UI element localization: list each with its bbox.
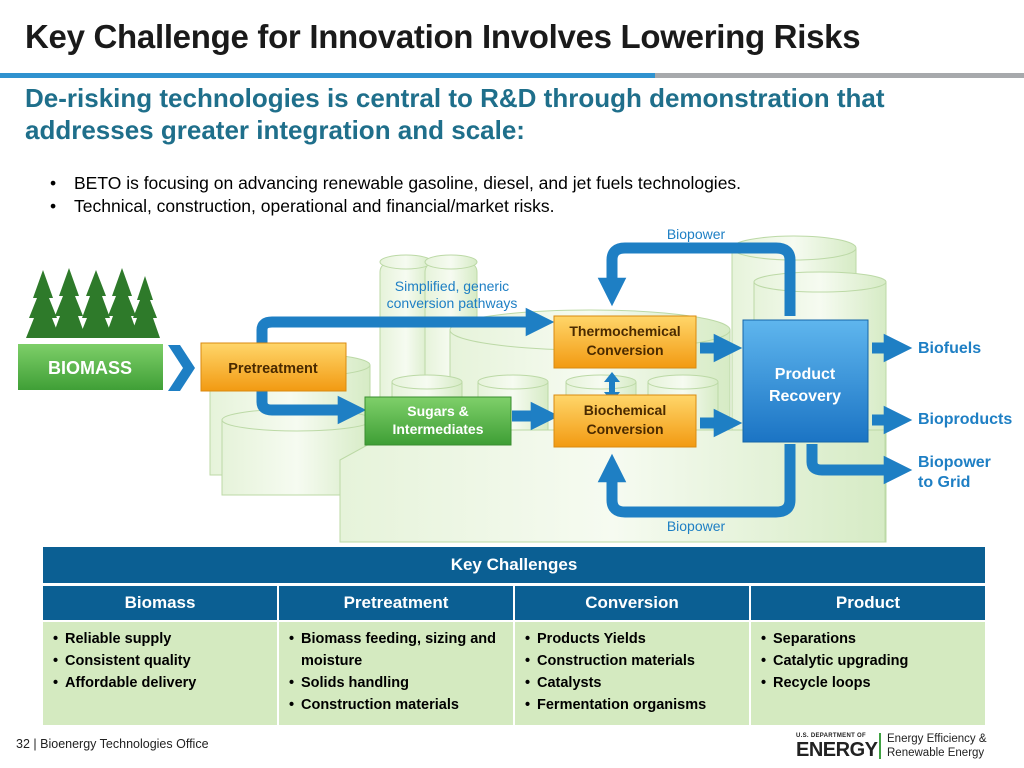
list-item: Construction materials: [525, 650, 741, 672]
logo-eere-line: Energy Efficiency &: [887, 733, 987, 745]
process-diagram: BIOMASS Pretreatment Sugars & Intermedia…: [16, 226, 1012, 543]
slide-subtitle: De-risking technologies is central to R&…: [25, 83, 885, 145]
column-header: Biomass: [43, 586, 279, 620]
pretreatment-box: [200, 342, 347, 392]
column-header: Conversion: [515, 586, 751, 620]
table-header-row: Biomass Pretreatment Conversion Product: [43, 586, 985, 620]
arrow-out-grid: [806, 444, 913, 485]
biomass-box: [16, 342, 165, 392]
table-cell-pretreatment: Biomass feeding, sizing and moisture Sol…: [279, 622, 515, 725]
logo-eere-line: Renewable Energy: [887, 747, 985, 759]
challenges-table: Key Challenges Biomass Pretreatment Conv…: [43, 547, 985, 725]
office-name: Bioenergy Technologies Office: [40, 737, 209, 751]
biomass-label: BIOMASS: [48, 358, 132, 378]
logo-eere-text: Energy Efficiency & Renewable Energy: [887, 732, 987, 760]
biochemical-label: Conversion: [586, 421, 663, 437]
simplified-label: Simplified, generic: [395, 278, 509, 294]
list-item: Catalytic upgrading: [761, 650, 977, 672]
table-title: Key Challenges: [43, 547, 985, 586]
sugars-label: Sugars &: [407, 403, 468, 419]
logo-divider: [879, 733, 881, 759]
tree-icon: [26, 268, 160, 338]
biopower-bottom-label: Biopower: [667, 518, 726, 534]
list-item: Biomass feeding, sizing and moisture: [289, 628, 505, 672]
simplified-label: conversion pathways: [387, 295, 518, 311]
table-cell-biomass: Reliable supply Consistent quality Affor…: [43, 622, 279, 725]
output-biofuels-label: Biofuels: [918, 340, 981, 357]
list-item: Recycle loops: [761, 672, 977, 694]
product-recovery-label: Product: [775, 366, 836, 383]
table-cell-conversion: Products Yields Construction materials C…: [515, 622, 751, 725]
slide-title: Key Challenge for Innovation Involves Lo…: [25, 18, 861, 55]
doe-eere-logo: U.S. DEPARTMENT OF ENERGY Energy Efficie…: [796, 731, 996, 763]
arrow-to-sugars: [256, 385, 367, 425]
slide-footer: 32 | Bioenergy Technologies Office: [16, 737, 209, 751]
output-grid-label: to Grid: [918, 474, 970, 491]
sugars-box: [364, 396, 512, 446]
list-item: Solids handling: [289, 672, 505, 694]
table-cell-product: Separations Catalytic upgrading Recycle …: [751, 622, 985, 725]
list-item: Construction materials: [289, 694, 505, 716]
column-header: Product: [751, 586, 985, 620]
biochemical-box: [553, 394, 697, 448]
pretreatment-label: Pretreatment: [228, 361, 318, 377]
list-item: Consistent quality: [53, 650, 269, 672]
title-rule-blue: [0, 73, 655, 78]
thermochemical-box: [553, 315, 697, 369]
arrow-biopower-top: [597, 242, 796, 316]
arrow-biopower-bottom: [597, 444, 796, 518]
list-item: Products Yields: [525, 628, 741, 650]
thermochemical-label: Conversion: [586, 342, 663, 358]
product-recovery-label: Recovery: [769, 388, 841, 405]
thermochemical-label: Thermochemical: [569, 323, 680, 339]
list-item: Reliable supply: [53, 628, 269, 650]
list-item: Affordable delivery: [53, 672, 269, 694]
bullet-list: BETO is focusing on advancing renewable …: [50, 172, 741, 218]
title-rule-gray: [655, 73, 1024, 78]
chevron-right-icon: [168, 345, 195, 391]
table-row: Reliable supply Consistent quality Affor…: [43, 620, 985, 725]
biopower-top-label: Biopower: [667, 226, 726, 242]
logo-dept-text: U.S. DEPARTMENT OF: [796, 733, 866, 739]
sugars-label: Intermediates: [392, 421, 483, 437]
list-item: Separations: [761, 628, 977, 650]
list-item: Fermentation organisms: [525, 694, 741, 716]
bullet-item: Technical, construction, operational and…: [50, 195, 741, 218]
output-bioproducts-label: Bioproducts: [918, 411, 1012, 428]
bullet-item: BETO is focusing on advancing renewable …: [50, 172, 741, 195]
logo-energy-text: ENERGY: [796, 739, 878, 761]
biochemical-label: Biochemical: [584, 402, 666, 418]
output-grid-label: Biopower: [918, 454, 991, 471]
list-item: Catalysts: [525, 672, 741, 694]
product-recovery-box: [742, 319, 869, 443]
footer-separator: |: [33, 737, 37, 751]
page-number: 32: [16, 737, 30, 751]
arrow-to-thermo: [256, 307, 555, 350]
column-header: Pretreatment: [279, 586, 515, 620]
